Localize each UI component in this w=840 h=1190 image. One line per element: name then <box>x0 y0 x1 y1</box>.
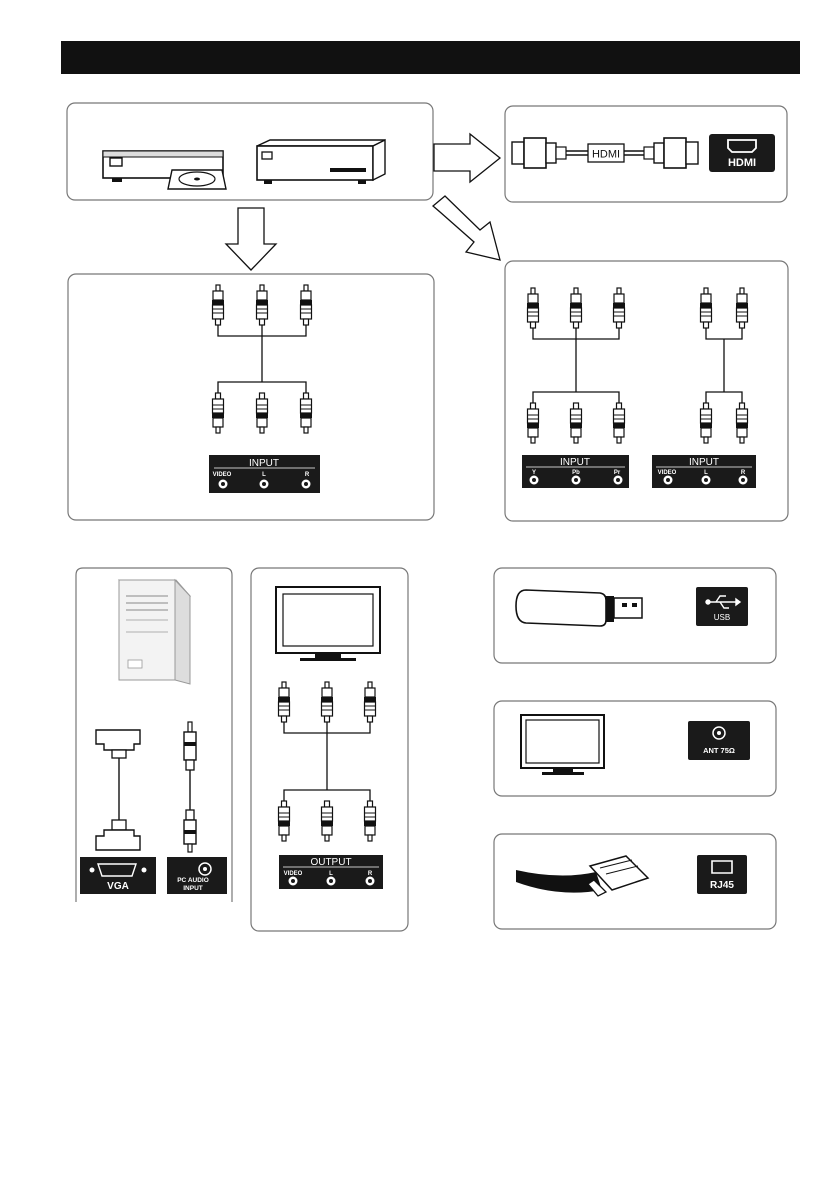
av-output-jack-label-video: VIDEO <box>284 871 303 877</box>
pc-audio-label-line2: INPUT <box>183 885 203 892</box>
arrow-down-to-av-icon <box>224 207 278 271</box>
hdmi-cable-label: HDMI <box>592 149 620 161</box>
pc-panel: VGA PC AUDIO INPUT <box>75 567 233 902</box>
pc-audio-cable-icon <box>183 721 197 853</box>
rj45-port-label: RJ45 <box>710 880 734 891</box>
av-input-jack-panel: INPUT VIDEO L R <box>209 455 320 493</box>
usb-stick-icon <box>515 589 643 627</box>
pc-audio-label-line1: PC AUDIO <box>177 877 209 884</box>
audio-jack-label-l: L <box>704 470 708 476</box>
hdmi-panel: HDMI HDMI <box>504 105 788 203</box>
av-input-jack-label-l: L <box>262 472 266 478</box>
audio-jack-label-video: VIDEO <box>658 470 677 476</box>
usb-panel: USB <box>493 567 777 664</box>
hdmi-port-icon <box>727 139 757 153</box>
antenna-panel: ANT 75Ω <box>493 700 777 797</box>
ypbpr-input-title: INPUT <box>560 457 590 468</box>
usb-port-label: USB <box>714 613 730 622</box>
audio-jack-label-r: R <box>741 470 746 476</box>
antenna-port-badge: ANT 75Ω <box>688 721 750 760</box>
tv-icon <box>275 586 381 661</box>
pc-tower-icon <box>117 578 192 685</box>
component-input-panel: INPUT Y Pb Pr INPUT VIDEO L R <box>504 260 789 522</box>
vga-cable-icon <box>95 729 141 851</box>
lan-panel: RJ45 <box>493 833 777 930</box>
av-input-title: INPUT <box>249 458 279 469</box>
arrow-to-hdmi-icon <box>433 132 502 184</box>
av-input-jack-label-r: R <box>305 472 310 478</box>
ypbpr-jack-label-y: Y <box>532 470 536 476</box>
usb-port-badge: USB <box>696 587 748 626</box>
source-devices-panel <box>66 102 434 201</box>
vga-port-icon <box>97 863 137 877</box>
hdmi-cable-icon <box>511 137 699 169</box>
hdmi-port-badge: HDMI <box>709 134 775 172</box>
dvd-player-icon <box>102 150 227 190</box>
av-input-panel: INPUT VIDEO L R <box>67 273 435 521</box>
ypbpr-input-jack-panel: INPUT Y Pb Pr <box>522 455 629 488</box>
rj45-port-badge: RJ45 <box>697 855 747 894</box>
av-output-jack-label-r: R <box>368 871 373 877</box>
ethernet-cable-icon <box>516 855 650 897</box>
av-input-jack-label-video: VIDEO <box>213 472 232 478</box>
hdmi-port-label: HDMI <box>728 157 756 169</box>
rj45-port-icon <box>711 860 733 874</box>
audio-input-title: INPUT <box>689 457 719 468</box>
vga-port-badge: VGA <box>80 857 156 894</box>
av-output-panel: OUTPUT VIDEO L R <box>250 567 409 932</box>
pc-audio-port-badge: PC AUDIO INPUT <box>167 857 227 894</box>
audio-input-jack-panel: INPUT VIDEO L R <box>652 455 756 488</box>
ypbpr-jack-label-pr: Pr <box>614 470 621 476</box>
set-top-box-icon <box>256 138 386 184</box>
arrow-diagonal-to-component-icon <box>431 195 501 261</box>
tv-icon-small <box>520 714 605 775</box>
vga-port-label: VGA <box>107 881 129 892</box>
section-header-bar <box>61 41 800 74</box>
av-output-title: OUTPUT <box>310 857 351 868</box>
av-output-jack-label-l: L <box>329 871 333 877</box>
av-output-jack-panel: OUTPUT VIDEO L R <box>279 855 383 889</box>
antenna-port-label: ANT 75Ω <box>703 746 735 755</box>
usb-symbol-icon <box>705 595 742 609</box>
ypbpr-jack-label-pb: Pb <box>572 470 580 476</box>
